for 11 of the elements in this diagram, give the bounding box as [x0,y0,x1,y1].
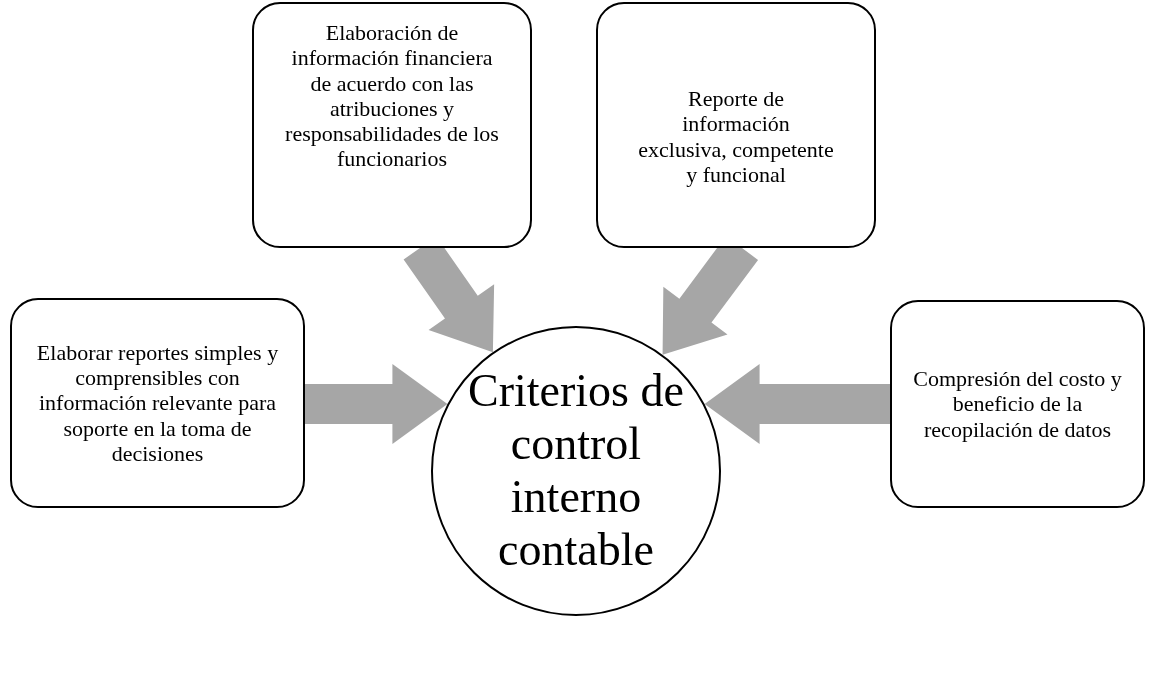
node-text: Elaboración de información financiera de acuerdo con las atribuciones y responsabilidades de los funcionarios [284,20,500,172]
rounded-box [890,300,1145,508]
block-arrow [704,364,890,444]
rounded-box [596,2,876,248]
rounded-box [10,298,305,508]
node-text: Reporte de información exclusiva, competente y funcional [638,86,834,188]
node-text: Elaborar reportes simples y comprensibles con información relevante para soporte en la toma de decisiones [35,339,280,467]
node-text: Compresión del costo y beneficio de la recopilación de datos [912,366,1123,442]
block-arrow [305,364,448,444]
title-text: Criterios de control interno contable [467,365,685,577]
rounded-box [252,2,532,248]
